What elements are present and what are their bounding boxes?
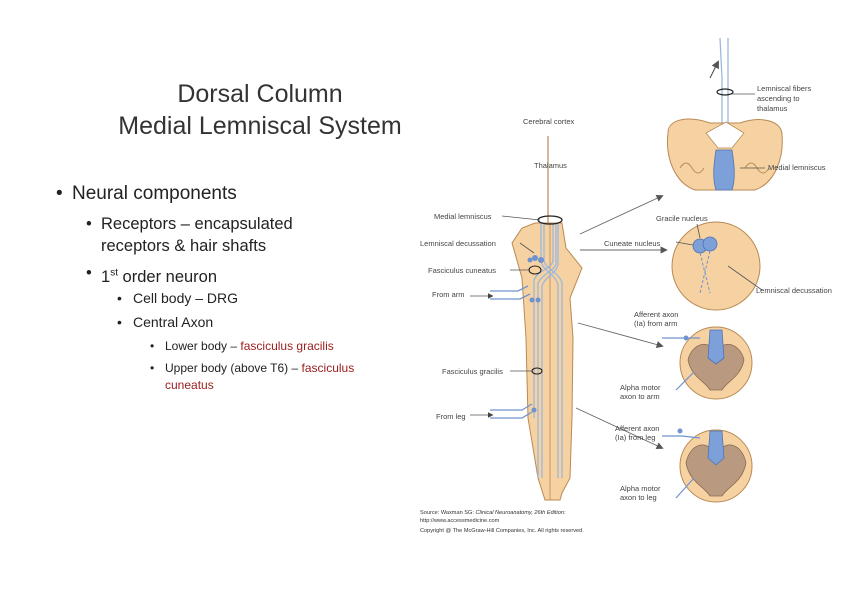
bullet-text: Cell body – DRG [133, 290, 239, 306]
dorsal-column-diagram: Cerebral cortex Thalamus Medial lemniscu… [420, 38, 832, 534]
bullet-text: Lower body – fasciculus gracilis [165, 339, 334, 353]
title-line-1: Dorsal Column [177, 80, 343, 108]
label-from-leg: From leg [436, 412, 466, 421]
label-lemniscal-fibers-2: ascending to [757, 94, 800, 103]
label-lemniscal-fibers-3: thalamus [757, 104, 788, 113]
bullet-cell-body: • Cell body – DRG [117, 290, 238, 306]
source-line-3: Copyright @ The McGraw-Hill Companies, I… [420, 528, 584, 534]
label-afferent-arm-2: (Ia) from arm [634, 319, 677, 328]
bullet-text: 1st order neuron [101, 267, 218, 286]
bullet-neural-components: • Neural components [56, 183, 237, 205]
left-leader-lines [470, 215, 541, 418]
lower-medulla-leaders [675, 223, 763, 291]
tract-fibers [533, 223, 563, 478]
label-alpha-arm-2: axon to arm [620, 392, 660, 401]
bullet-dot: • [117, 314, 122, 330]
label-fasciculus-cuneatus: Fasciculus cuneatus [428, 266, 496, 275]
label-from-arm: From arm [432, 290, 465, 299]
source-line-2: http://www.accessmedicine.com [420, 518, 500, 524]
source-credit: Source: Waxman SG: Clinical Neuroanatomy… [420, 510, 584, 534]
right-labels: Lemniscal fibers ascending to thalamus M… [604, 84, 832, 502]
label-medial-lemniscus-right: Medial lemniscus [768, 163, 826, 172]
label-gracile-nucleus: Gracile nucleus [656, 214, 708, 223]
bullet-line: receptors & hair shafts [101, 237, 267, 255]
bullet-line: Receptors – encapsulated [101, 215, 293, 233]
nuclei-dots [527, 255, 544, 413]
label-afferent-leg-2: (Ia) from leg [615, 433, 655, 442]
bullet-receptors: • Receptors – encapsulated receptors & h… [86, 213, 293, 257]
spinal-cord-shape [511, 222, 583, 501]
ascending-arrow [709, 60, 719, 79]
label-cerebral-cortex: Cerebral cortex [523, 117, 575, 126]
section-arrows [575, 195, 668, 449]
bullet-text: Neural components [72, 183, 237, 204]
label-afferent-arm-1: Afferent axon [634, 310, 678, 319]
label-alpha-leg-1: Alpha motor [620, 484, 661, 493]
label-lemniscal-decussation: Lemniscal decussation [420, 239, 496, 248]
bullet-text: Receptors – encapsulated receptors & hai… [101, 213, 293, 257]
bullet-text: Central Axon [133, 314, 214, 330]
bullet-dot: • [117, 290, 122, 306]
label-medial-lemniscus: Medial lemniscus [434, 212, 492, 221]
label-fasciculus-gracilis: Fasciculus gracilis [442, 367, 503, 376]
source-line-1: Source: Waxman SG: Clinical Neuroanatomy… [420, 510, 566, 516]
slide-title: Dorsal Column Medial Lemniscal System [60, 78, 460, 142]
title-line-2: Medial Lemniscal System [118, 112, 402, 140]
cervical-section [662, 326, 753, 400]
label-lemniscal-decussation-right: Lemniscal decussation [756, 286, 832, 295]
afferent-fibers [490, 285, 533, 419]
label-lemniscal-fibers-1: Lemniscal fibers [757, 84, 811, 93]
bullet-dot: • [56, 183, 63, 204]
bullet-dot: • [86, 264, 92, 282]
left-labels: Cerebral cortex Thalamus Medial lemniscu… [420, 117, 575, 421]
bullet-upper-body: • Upper body (above T6) – fasciculus cun… [150, 360, 354, 394]
bullet-first-order-neuron: • 1st order neuron [86, 262, 217, 288]
bullet-dot: • [86, 215, 92, 233]
label-cuneate-nucleus: Cuneate nucleus [604, 239, 661, 248]
bullet-lower-body: • Lower body – fasciculus gracilis [150, 338, 334, 355]
medulla-section [666, 118, 783, 191]
lower-medulla-section [671, 221, 761, 311]
bullet-central-axon: • Central Axon [117, 314, 213, 330]
label-alpha-arm-1: Alpha motor [620, 383, 661, 392]
label-afferent-leg-1: Afferent axon [615, 424, 659, 433]
label-alpha-leg-2: axon to leg [620, 493, 657, 502]
lumbar-section [662, 428, 753, 503]
bullet-text: Upper body (above T6) – fasciculus cunea… [165, 361, 355, 392]
label-thalamus: Thalamus [534, 161, 567, 170]
bullet-dot: • [150, 361, 155, 375]
thalamus-ring [716, 88, 734, 96]
bullet-dot: • [150, 339, 155, 353]
